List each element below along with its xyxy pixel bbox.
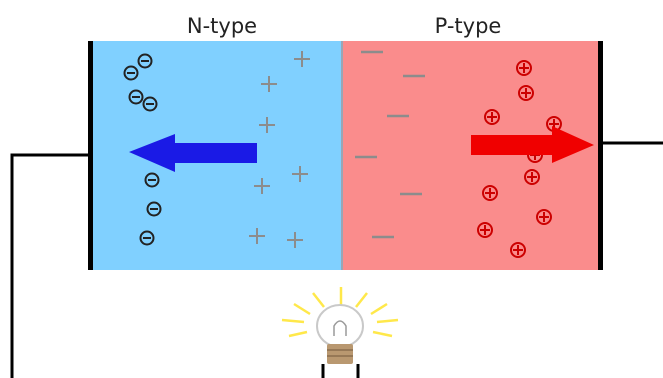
right-electrode [598, 41, 603, 270]
circuit-wires [10, 141, 663, 378]
plus-icon [259, 117, 275, 133]
fixed-positive-ions [249, 51, 310, 248]
electron-icon [139, 230, 155, 246]
plus-icon [261, 76, 277, 92]
electron-icon [144, 172, 160, 188]
electron-icon [128, 89, 144, 105]
left-wire [10, 153, 88, 378]
hole-icon [524, 169, 540, 185]
electrons [123, 53, 162, 246]
n-type-label: N-type [187, 14, 257, 38]
hole-icon [536, 209, 552, 225]
bulb-glow-rays [281, 287, 399, 338]
lightbulb-icon [281, 287, 399, 378]
electron-icon [142, 96, 158, 112]
hole-icon [518, 85, 534, 101]
fixed-negative-ions [355, 50, 425, 239]
hole-icon [510, 242, 526, 258]
plus-icon [292, 166, 308, 182]
electron-flow-arrow [129, 134, 257, 172]
holes [477, 60, 562, 258]
plus-icon [294, 51, 310, 67]
plus-icon [287, 232, 303, 248]
bulb-filament [333, 320, 347, 336]
plus-icon [254, 178, 270, 194]
p-type-label: P-type [435, 14, 502, 38]
bulb-base [327, 344, 353, 364]
electron-icon [137, 53, 153, 69]
electron-icon [146, 201, 162, 217]
bulb-glass [316, 304, 364, 348]
electron-icon [123, 65, 139, 81]
hole-icon [482, 185, 498, 201]
hole-icon [484, 109, 500, 125]
plus-icon [249, 228, 265, 244]
hole-flow-arrow [471, 126, 594, 163]
left-electrode [88, 41, 93, 270]
hole-icon [516, 60, 532, 76]
hole-icon [477, 222, 493, 238]
